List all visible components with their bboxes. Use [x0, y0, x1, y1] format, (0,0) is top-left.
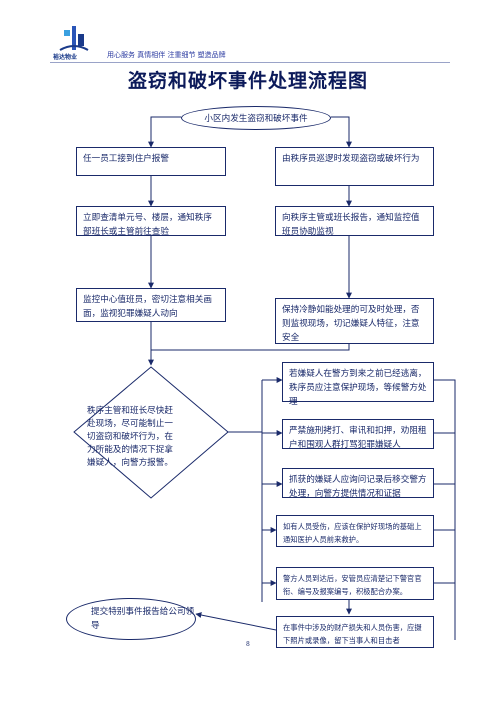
arrow-r9-end — [195, 612, 277, 631]
box-left1: 任一员工接到住户报警 — [76, 147, 226, 176]
decision-text: 秩序主管和班长尽快赶赴现场，尽可能制止一切盗窃和破坏行为，在力所能及的情况下捉拿… — [87, 406, 173, 468]
header-divider — [50, 62, 450, 63]
box-right2: 向秩序主管或班长报告，通知监控值班员协助监视 — [275, 206, 434, 237]
box-left3: 监控中心值班员，密切注意相关画面，监视犯罪嫌疑人动向 — [76, 288, 226, 322]
arrow-start-right — [331, 116, 352, 148]
box-r5: 严禁施刑拷打、审讯和扣押，劝阻租户和围观人群打骂犯罪嫌疑人 — [282, 419, 434, 450]
decision-diamond — [73, 366, 229, 499]
company-logo-icon — [59, 26, 89, 51]
box-r6: 抓获的嫌疑人应询问记录后移交警方处理，向警方提供情况和证据 — [282, 468, 434, 499]
line-merge — [150, 322, 350, 351]
logo-text: 裕达物业 — [53, 54, 78, 61]
box-r9: 在事件中涉及的财产损失和人员伤害，应摄下照片或录像，留下当事人和目击者 — [276, 616, 434, 648]
page-number: 8 — [246, 641, 250, 648]
arrow-start-left — [148, 116, 181, 148]
box-r4: 若嫌疑人在警方到来之前已经逃离，秩序员应注意保护现场，等候警方处理 — [282, 362, 434, 407]
header-slogan: 用心服务 真情相伴 注重细节 塑造品牌 — [107, 51, 226, 59]
line-return-spine — [434, 379, 456, 640]
box-r8: 警方人员到达后，安管员应清楚记下警官官衔、编号及报案编号，积极配合办案。 — [276, 567, 434, 600]
page-title: 盗窃和破坏事件处理流程图 — [127, 70, 368, 92]
box-right1: 由秩序员巡逻时发现盗窃或破坏行为 — [275, 147, 434, 186]
box-r7: 如有人员受伤，应该在保护好现场的基础上通知医护人员前来救护。 — [276, 515, 434, 547]
box-right3: 保持冷静如能处理的可及时处理，否则监视现场，切记嫌疑人特征，注意安全 — [275, 298, 434, 344]
end-node: 提交特别事件报告给公司领导 — [66, 598, 196, 640]
page-header: 裕达物业 用心服务 真情相伴 注重细节 塑造品牌 — [0, 0, 496, 63]
box-left2: 立即查清单元号、楼层，通知秩序部班长或主管前往查验 — [76, 206, 226, 237]
start-node: 小区内发生盗窃和破坏事件 — [181, 106, 331, 130]
